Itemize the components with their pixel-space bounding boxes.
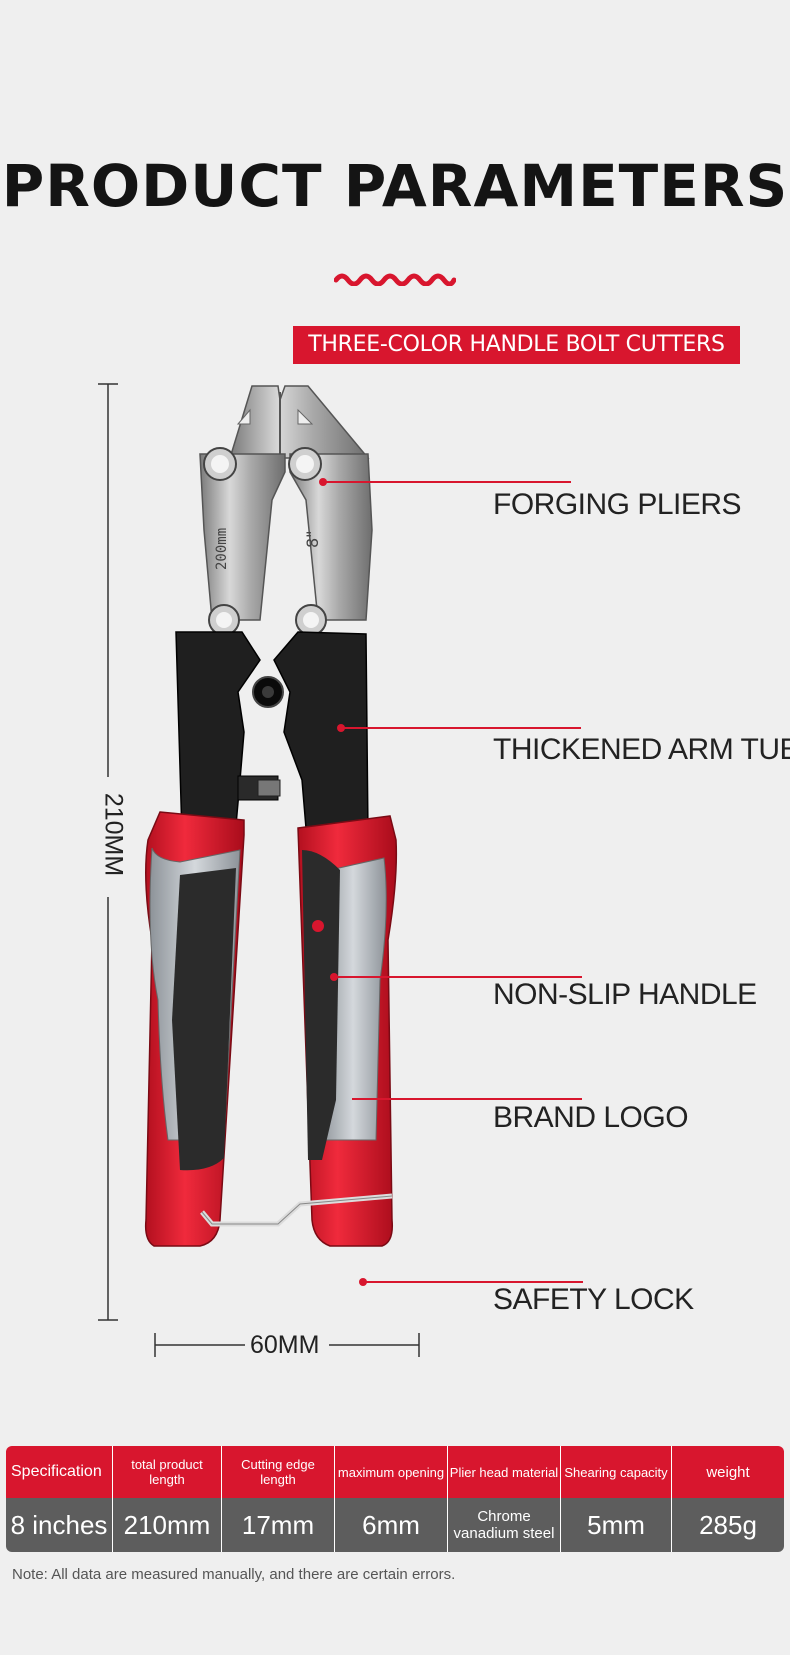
page-title: PRODUCT PARAMETERS — [1, 152, 789, 220]
callout-thickened-arm-tube: THICKENED ARM TUBE — [493, 733, 790, 766]
right-arm-tube — [273, 631, 369, 836]
header-total-product-length: total product length — [113, 1446, 222, 1498]
header-maximum-opening: maximum opening — [335, 1446, 448, 1498]
callout-forging-pliers: FORGING PLIERS — [493, 488, 742, 521]
value-total-product-length: 210mm — [113, 1498, 222, 1552]
bolt-cutter-illustration: 200mm 8" — [144, 385, 398, 1247]
header-weight: weight — [672, 1446, 784, 1498]
product-name-banner: THREE-COLOR HANDLE BOLT CUTTERS — [293, 326, 740, 364]
value-plier-head-material: Chrome vanadium steel — [448, 1498, 561, 1552]
height-dimension-label: 210MM — [99, 792, 128, 877]
callout-brand-logo: BRAND LOGO — [493, 1101, 689, 1134]
callout-safety-lock: SAFETY LOCK — [493, 1283, 694, 1316]
spec-table-value-row: 8 inches 210mm 17mm 6mm Chrome vanadium … — [6, 1498, 784, 1552]
size-mark-inch: 8" — [303, 530, 322, 548]
height-dimension-line — [96, 383, 120, 1321]
width-dimension-line — [154, 1330, 420, 1360]
measurement-note: Note: All data are measured manually, an… — [12, 1566, 456, 1583]
spec-table-header-row: Specification total product length Cutti… — [6, 1446, 784, 1498]
value-cutting-edge-length: 17mm — [222, 1498, 335, 1552]
spec-table: Specification total product length Cutti… — [6, 1446, 784, 1552]
size-mark-mm: 200mm — [214, 528, 230, 570]
header-specification: Specification — [6, 1446, 113, 1498]
left-jaw-arm — [199, 453, 286, 621]
value-maximum-opening: 6mm — [335, 1498, 448, 1552]
right-jaw-arm — [289, 453, 373, 621]
value-weight: 285g — [672, 1498, 784, 1552]
decorative-wave — [334, 273, 456, 286]
left-arm-tube — [175, 631, 261, 836]
header-plier-head-material: Plier head material — [448, 1446, 561, 1498]
width-dimension-label: 60MM — [250, 1331, 320, 1359]
header-shearing-capacity: Shearing capacity — [561, 1446, 672, 1498]
callout-non-slip-handle: NON-SLIP HANDLE — [493, 978, 757, 1011]
header-cutting-edge-length: Cutting edge length — [222, 1446, 335, 1498]
value-shearing-capacity: 5mm — [561, 1498, 672, 1552]
value-specification: 8 inches — [6, 1498, 113, 1552]
